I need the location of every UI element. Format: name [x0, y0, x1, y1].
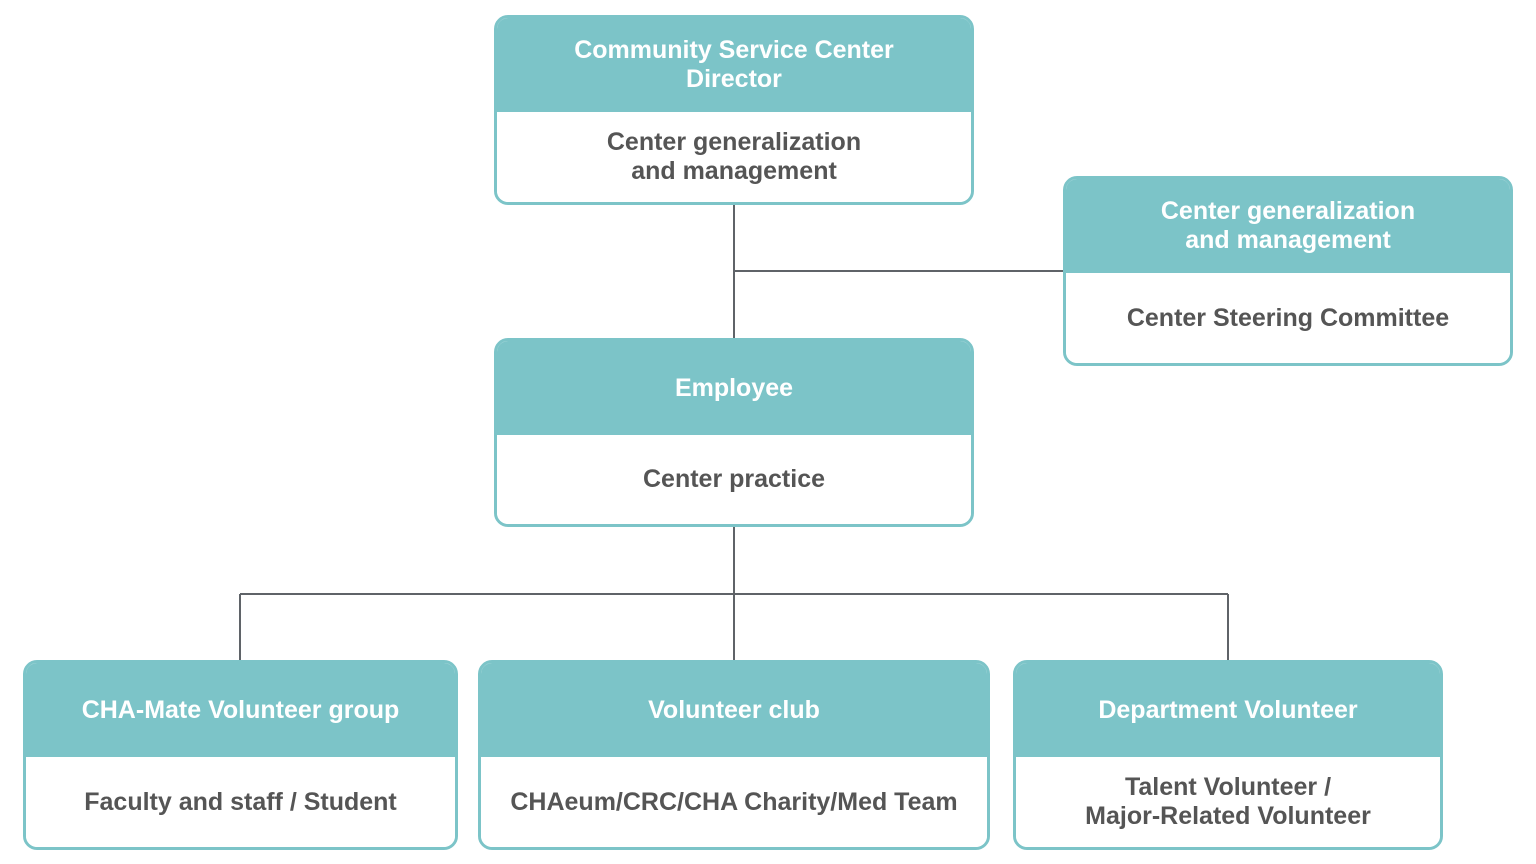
volunteer-club-role: CHAeum/CRC/CHA Charity/Med Team — [481, 757, 987, 847]
steering-committee-title: Center generalization and management — [1066, 179, 1510, 273]
steering-committee-role: Center Steering Committee — [1066, 273, 1510, 363]
director-title: Community Service Center Director — [497, 18, 971, 112]
employee-box: Employee Center practice — [494, 338, 974, 527]
cha-mate-volunteer-group-box: CHA-Mate Volunteer group Faculty and sta… — [23, 660, 458, 850]
volunteer-club-title: Volunteer club — [481, 663, 987, 757]
steering-committee-box: Center generalization and management Cen… — [1063, 176, 1513, 366]
employee-role: Center practice — [497, 435, 971, 524]
department-volunteer-role: Talent Volunteer / Major-Related Volunte… — [1016, 757, 1440, 847]
director-role: Center generalization and management — [497, 112, 971, 202]
department-volunteer-box: Department Volunteer Talent Volunteer / … — [1013, 660, 1443, 850]
volunteer-club-box: Volunteer club CHAeum/CRC/CHA Charity/Me… — [478, 660, 990, 850]
cha-mate-title: CHA-Mate Volunteer group — [26, 663, 455, 757]
employee-title: Employee — [497, 341, 971, 435]
cha-mate-role: Faculty and staff / Student — [26, 757, 455, 847]
director-box: Community Service Center Director Center… — [494, 15, 974, 205]
department-volunteer-title: Department Volunteer — [1016, 663, 1440, 757]
